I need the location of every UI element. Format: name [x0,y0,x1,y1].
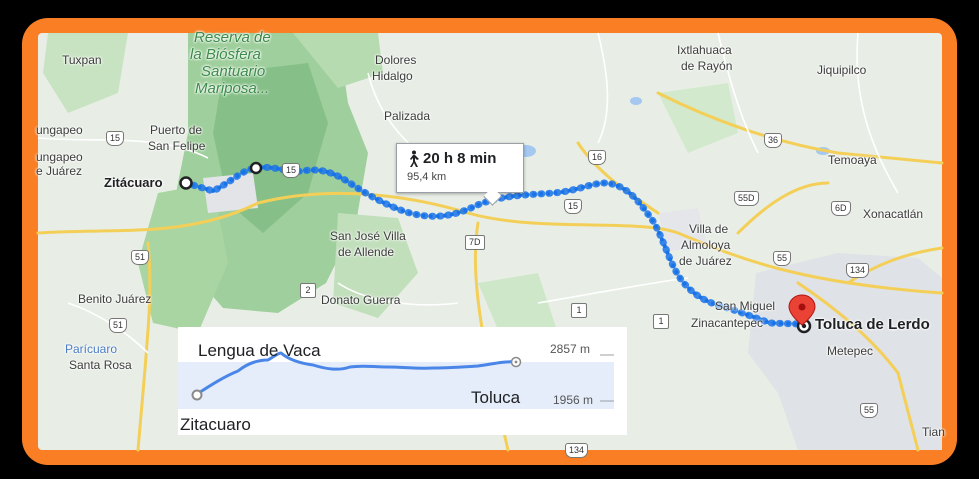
place-label: de Juárez [679,254,732,268]
place-label: San José Villa [330,229,406,243]
highway-shield: 1 [653,314,669,329]
highway-road [36,191,944,295]
highway-shield: 55 [860,403,879,418]
start-name: Zitacuaro [180,415,251,434]
highway-shield: 2 [300,283,316,298]
highway-road [136,241,152,452]
place-label: Jiquipilco [817,63,867,77]
start-marker [179,176,193,190]
elevation-line [195,351,518,396]
highway-shield: 15 [282,163,301,178]
highway-shield: 16 [588,150,607,165]
place-label: Reserva de [194,29,271,46]
profile-start-marker [191,389,203,401]
local-road [337,282,459,306]
place-label: Villa de [689,222,729,236]
local-road [717,32,759,154]
place-label: de Rayón [681,59,733,73]
highway-shield: 6D [831,201,851,216]
highway-shield: 55D [734,191,759,206]
local-road [856,32,899,194]
end-name: Toluca [471,388,521,407]
urban-area [203,173,258,213]
place-label: Mariposa... [195,80,270,97]
place-label: de Allende [338,245,395,259]
place-label: Tuxpan [62,53,102,67]
place-label: Palizada [384,109,431,123]
elevation-band [178,362,614,409]
highway-shield: 1 [571,303,587,318]
route-duration: 20 h 8 min [423,150,497,167]
water-body [630,97,642,105]
highway-shield: 15 [564,199,583,214]
min-elevation-label: 1956 m [553,393,594,407]
place-label: Metepec [827,344,874,358]
place-label: Temoaya [828,153,877,167]
waypoint-marker [249,161,263,175]
place-label-zitacuaro: Zitácuaro [104,175,163,190]
place-label: Santuario [201,63,266,80]
walking-person-icon [410,150,419,167]
highway-shield: 51 [131,250,150,265]
highway-shield: 15 [106,131,125,146]
place-label: Donato Guerra [321,293,401,307]
place-label: ungapeo [36,150,83,164]
highway-shield: 7D [465,235,485,250]
place-label: Almoloya [681,238,731,252]
place-label: Tian [922,425,945,439]
place-label-toluca: Toluca de Lerdo [815,316,930,333]
place-label: ungapeo [36,123,83,137]
place-label: la Biósfera [190,46,261,63]
highway-road [736,181,830,235]
local-road [597,32,609,144]
forest-area [43,33,128,113]
place-label: Xonacatlán [863,207,924,221]
place-label: Parícuaro [65,342,118,356]
place-label: San Felipe [148,139,206,153]
elevation-profile-panel: Lengua de Vaca 2857 m Toluca 1956 m Zita… [178,327,627,435]
local-road [37,137,209,159]
place-label: Hidalgo [372,69,413,83]
local-road [537,277,689,304]
place-label: e Juárez [36,164,83,178]
place-label: San Miguel [715,299,776,313]
highway-shield: 51 [109,318,128,333]
max-elevation-label: 2857 m [550,342,591,356]
highway-shield: 134 [846,263,870,278]
highway-shield: 55 [773,251,792,266]
elevation-profile-chart [178,351,614,409]
route-distance: 95,4 km [407,171,447,183]
place-label: Benito Juárez [78,292,152,306]
place-label: Santa Rosa [69,358,132,372]
map-view[interactable]: Tuxpan Reserva de la Biósfera Santuario … [36,29,945,458]
place-label: Puerto de [150,123,203,137]
highway-shield: 134 [565,443,589,458]
place-label: Ixtlahuaca [677,43,732,57]
place-label: Zinacantepec [691,316,764,330]
forest-area [293,33,383,88]
peak-name: Lengua de Vaca [198,341,321,360]
highway-road [656,91,944,165]
forest-area [658,83,738,153]
highway-shield: 36 [764,133,783,148]
map-base-layer [36,32,944,452]
red-pin-icon [788,294,816,326]
route-info-bubble[interactable]: 20 h 8 min 95,4 km [396,143,524,193]
highway-road [796,281,920,452]
place-label: Dolores [375,53,417,67]
